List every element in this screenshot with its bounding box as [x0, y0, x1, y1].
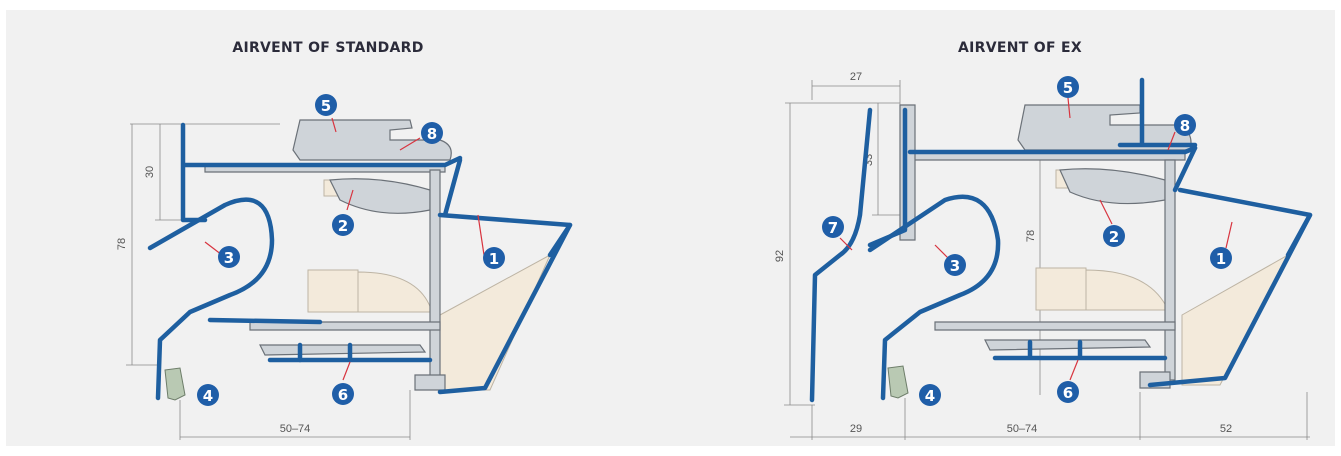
- svg-text:1: 1: [489, 250, 499, 268]
- svg-text:4: 4: [203, 387, 213, 405]
- dim-29: 29: [850, 423, 862, 435]
- badge-8: 8: [421, 122, 443, 144]
- diagram-title: AIRVENT OF STANDARD: [232, 40, 423, 56]
- svg-text:5: 5: [321, 97, 331, 115]
- badge-3: 3: [218, 246, 240, 268]
- svg-text:2: 2: [1109, 228, 1119, 246]
- dim-27: 27: [850, 71, 862, 83]
- dim-52: 52: [1220, 423, 1232, 435]
- svg-text:8: 8: [427, 125, 437, 143]
- dim-50-74: 50–74: [280, 423, 311, 435]
- badge-4: 4: [197, 384, 219, 406]
- svg-text:8: 8: [1180, 117, 1190, 135]
- badge-2: 2: [1103, 225, 1125, 247]
- dim-50-74: 50–74: [1007, 423, 1038, 435]
- badge-1: 1: [1210, 247, 1232, 269]
- badge-3: 3: [944, 254, 966, 276]
- svg-text:6: 6: [1063, 384, 1073, 402]
- badge-7: 7: [822, 216, 844, 238]
- dim-78: 78: [116, 238, 128, 250]
- svg-text:3: 3: [950, 257, 960, 275]
- badge-4: 4: [919, 384, 941, 406]
- svg-text:3: 3: [224, 249, 234, 267]
- badge-5: 5: [1057, 76, 1079, 98]
- svg-text:2: 2: [338, 217, 348, 235]
- dim-78: 78: [1025, 230, 1037, 242]
- svg-text:4: 4: [925, 387, 935, 405]
- seal-block: [307, 269, 359, 313]
- badge-5: 5: [315, 94, 337, 116]
- foam-insert: [357, 271, 433, 313]
- svg-text:7: 7: [828, 219, 838, 237]
- badge-1: 1: [483, 247, 505, 269]
- badge-6: 6: [1057, 381, 1079, 403]
- diagram-standard: AIRVENT OF STANDARD 30 78 50–74: [116, 40, 573, 440]
- diagram-title: AIRVENT OF EX: [958, 40, 1082, 56]
- svg-text:1: 1: [1216, 250, 1226, 268]
- top-rail: [292, 119, 452, 161]
- dim-92: 92: [774, 250, 786, 262]
- dim-30: 30: [144, 166, 156, 178]
- svg-text:6: 6: [338, 386, 348, 404]
- diagram-ex: AIRVENT OF EX 27 92 33 78 29 50–74 52: [774, 40, 1313, 440]
- badge-2: 2: [332, 214, 354, 236]
- badge-6: 6: [332, 383, 354, 405]
- svg-text:5: 5: [1063, 79, 1073, 97]
- badge-8: 8: [1174, 114, 1196, 136]
- gasket: [164, 367, 186, 401]
